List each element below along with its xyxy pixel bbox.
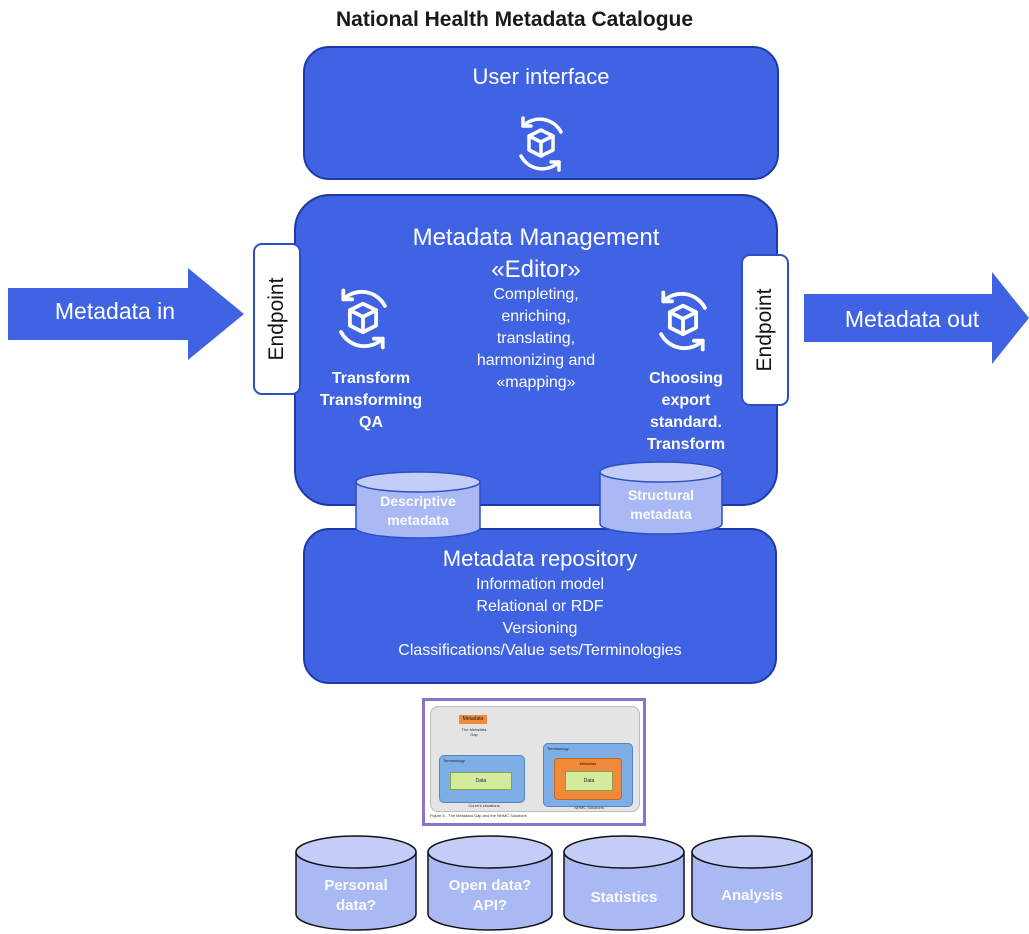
- right-line: Transform: [646, 436, 726, 453]
- statistics-cylinder: Statistics: [562, 834, 686, 932]
- cylinder-line: Analysis: [721, 887, 783, 904]
- thumbnail-panel: Metadata The Metadata Gap Terminology Da…: [430, 706, 640, 812]
- metadata-out-label: Metadata out: [844, 306, 980, 332]
- metadata-in-label: Metadata in: [54, 298, 176, 324]
- repository-line: Information model: [475, 576, 605, 593]
- cylinder-line: Structural: [627, 487, 695, 503]
- cylinder-line: Personal: [324, 877, 388, 894]
- metadata-management-box: Metadata Management «Editor» Completing,…: [294, 194, 778, 506]
- thumb-caption: Figure 5 - The Metadata Gap and the NHMC…: [430, 813, 527, 818]
- thumb-gap-label: The Metadata Gap: [461, 727, 487, 737]
- task-line: Completing,: [493, 286, 579, 303]
- cycle-box-icon: [648, 286, 718, 356]
- export-standard-text: Choosing export standard. Transform: [630, 368, 742, 456]
- thumb-data-left: Data: [450, 772, 512, 790]
- endpoint-left: Endpoint: [253, 243, 301, 395]
- endpoint-right-label: Endpoint: [753, 288, 776, 372]
- thumb-label: Terminology: [443, 758, 465, 763]
- left-line: Transforming: [319, 392, 423, 409]
- right-line: standard.: [649, 414, 722, 431]
- right-line: export: [661, 392, 711, 409]
- task-line: «mapping»: [496, 374, 576, 391]
- cylinder-line: data?: [335, 897, 376, 914]
- diagram-title: National Health Metadata Catalogue: [335, 8, 694, 31]
- cylinder-line: metadata: [387, 512, 449, 528]
- thumb-terminology-left: Terminology Data: [439, 755, 525, 803]
- repository-details: Information model Relational or RDF Vers…: [305, 574, 775, 662]
- management-subtitle: «Editor»: [491, 256, 581, 283]
- open-data-cylinder: Open data? API?: [426, 834, 554, 932]
- thumb-terminology-right: Terminology Metadata Data: [543, 743, 633, 807]
- thumb-label: Terminology: [547, 746, 569, 751]
- descriptive-metadata-cylinder: Descriptive metadata: [354, 470, 482, 540]
- metadata-out-arrow: [804, 272, 1029, 364]
- metadata-in-arrow: [8, 268, 244, 360]
- thumb-data-right: Data: [565, 771, 613, 791]
- cylinder-line: metadata: [630, 506, 692, 522]
- cylinder-line: Open data?: [448, 877, 532, 894]
- cycle-box-icon: [509, 112, 573, 176]
- thumb-label: Metadata: [579, 761, 597, 766]
- repository-line: Classifications/Value sets/Terminologies: [398, 642, 682, 659]
- metadata-gap-thumbnail: Metadata The Metadata Gap Terminology Da…: [422, 698, 646, 826]
- metadata-repository-box: Metadata repository Information model Re…: [303, 528, 777, 684]
- repository-title: Metadata repository: [442, 546, 638, 571]
- user-interface-box: User interface: [303, 46, 779, 180]
- personal-data-cylinder: Personal data?: [294, 834, 418, 932]
- user-interface-label: User interface: [472, 64, 610, 89]
- thumb-metadata-ring: Metadata Data: [554, 758, 622, 800]
- cylinder-line: API?: [472, 897, 508, 914]
- cycle-box-icon: [328, 284, 398, 354]
- left-line: Transform: [331, 370, 411, 387]
- task-line: enriching,: [501, 308, 571, 325]
- repository-line: Versioning: [502, 620, 578, 637]
- structural-metadata-cylinder: Structural metadata: [598, 460, 724, 536]
- transform-qa-text: Transform Transforming QA: [296, 368, 446, 434]
- management-tasks: Completing, enriching, translating, harm…: [436, 284, 636, 394]
- left-line: QA: [359, 414, 383, 431]
- right-line: Choosing: [649, 370, 723, 387]
- cylinder-line: Descriptive: [380, 493, 456, 509]
- endpoint-right: Endpoint: [741, 254, 789, 406]
- cylinder-line: Statistics: [590, 889, 658, 906]
- management-title: Metadata Management: [412, 224, 660, 251]
- repository-line: Relational or RDF: [476, 598, 604, 615]
- thumb-label: NHMC Solutions: [574, 805, 604, 810]
- task-line: harmonizing and: [476, 352, 596, 369]
- thumb-metadata-tag: Metadata: [459, 715, 487, 724]
- thumb-label: Current situations: [468, 803, 500, 808]
- task-line: translating,: [496, 330, 576, 347]
- endpoint-left-label: Endpoint: [265, 277, 288, 361]
- analysis-cylinder: Analysis: [690, 834, 814, 932]
